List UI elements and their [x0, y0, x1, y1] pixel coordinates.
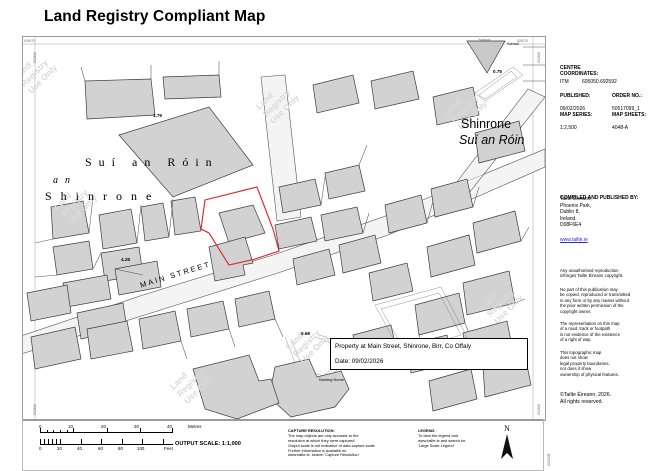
output-scale-label: OUTPUT SCALE: 1:1,000	[175, 441, 241, 447]
spot-height: 0.75	[493, 69, 502, 74]
north-label: N	[504, 424, 510, 433]
scale-tick: 20	[57, 446, 62, 451]
scale-tick-mark	[73, 428, 75, 433]
scale-tick-mark	[46, 430, 48, 433]
grid-label: 605070	[24, 39, 36, 43]
map-label: SecondarySchool	[478, 37, 491, 42]
scale-bar: 0 10 20 30 40 Metres 0 20 40 60 80 100 F…	[39, 424, 202, 464]
callout-property-text: Property at Main Street, Shinrone, Birr,…	[335, 343, 472, 350]
scale-tick-mark	[44, 439, 45, 445]
scale-tick-mark	[162, 439, 164, 445]
compiled-label: COMPILED AND PUBLISHED BY:	[560, 194, 639, 201]
grid-label: 605070	[517, 39, 529, 43]
place-name-en: Shinrone	[461, 117, 512, 131]
scale-bar-feet	[40, 444, 173, 445]
published-value: 09/02/2026	[560, 105, 586, 112]
scale-tick-mark	[172, 428, 173, 433]
order-no-label: ORDER NO.:	[612, 92, 642, 99]
scale-tick-mark	[121, 439, 123, 445]
map-label: School	[507, 41, 519, 46]
order-no-value: 50517099_1	[612, 105, 640, 112]
scale-tick: 20	[101, 424, 106, 429]
scale-tick: 0	[39, 424, 42, 429]
footer-divider	[22, 419, 23, 471]
scale-tick-mark	[48, 439, 49, 445]
scale-tick: 40	[77, 446, 82, 451]
scale-tick: 30	[134, 424, 139, 429]
spot-height: 4.28	[121, 257, 130, 262]
scale-tick-mark	[66, 430, 68, 433]
map-series-value: 1:2,500	[560, 124, 577, 131]
legend-heading: LEGEND:	[418, 427, 436, 433]
legal-text-1: Any unauthorised reproduction infringes …	[560, 268, 624, 279]
townland-label-an: an	[53, 175, 77, 186]
north-arrow-icon	[501, 434, 513, 459]
legal-text-3: The representation on this map of a road…	[560, 321, 620, 343]
compiled-address: Tailte Éireann, Phoenix Park, Dublin 8, …	[560, 196, 592, 229]
website-link[interactable]: www.tailte.ie	[560, 237, 588, 243]
itm-label: ITM	[560, 78, 569, 85]
scale-tick-mark	[40, 439, 41, 445]
legal-text-2: No part of this publication may be copie…	[560, 287, 631, 314]
grid-label: 692500	[537, 403, 541, 415]
scale-tick-mark	[60, 430, 61, 433]
townland-label-en: Shinrone	[45, 189, 161, 203]
info-panel: Tailte Éireann CENTRE COORDINATES: ITM 6…	[552, 0, 668, 471]
scale-tick-mark	[52, 439, 53, 445]
itm-value-wrap: 605050.692592	[582, 72, 617, 92]
scale-tick: 40	[167, 424, 172, 429]
scale-tick-mark	[40, 428, 41, 433]
capture-resolution-heading: CAPTURE RESOLUTION:	[288, 427, 335, 433]
property-callout: Property at Main Street, Shinrone, Birr,…	[330, 338, 528, 370]
scale-tick-mark	[53, 430, 55, 433]
published-block: PUBLISHED: 09/02/2026	[560, 86, 591, 119]
map-label: Nursing Home	[319, 377, 344, 382]
grid-label: 692500	[33, 403, 37, 415]
scale-tick-mark	[106, 428, 108, 433]
map-sheets-block: MAP SHEETS: 4048-A	[612, 105, 646, 138]
map-series-label: MAP SERIES:	[560, 111, 593, 118]
itm-row: ITM	[560, 72, 569, 92]
place-name-ga: Suí an Róin	[459, 133, 525, 147]
scale-tick: 80	[118, 446, 123, 451]
scale-tick-mark	[101, 439, 102, 445]
grid-label: 692/0/08	[547, 453, 551, 466]
scale-tick-mark	[139, 428, 141, 433]
centre-coordinates-label: CENTRE COORDINATES:	[560, 64, 599, 78]
order-no-block: ORDER NO.: 50517099_1	[612, 86, 642, 119]
scale-tick: 100	[137, 446, 145, 451]
callout-date-text: Date: 09/02/2026	[335, 358, 384, 365]
capture-resolution-body: The map objects are only accurate to the…	[288, 432, 376, 458]
itm-value: 605050.692592	[582, 78, 617, 85]
compiled-block: COMPILED AND PUBLISHED BY:	[560, 188, 638, 208]
centre-coordinates-block: CENTRE COORDINATES:	[560, 58, 598, 84]
scale-tick-mark	[60, 439, 61, 445]
scale-tick: 60	[98, 446, 103, 451]
page-title: Land Registry Compliant Map	[44, 8, 266, 25]
scale-unit-metres: Metres	[188, 424, 202, 429]
scale-tick: 10	[68, 424, 73, 429]
scale-tick: 0	[39, 446, 42, 451]
grid-label: 692500	[537, 51, 541, 63]
scale-tick-mark	[56, 439, 57, 445]
footer-divider	[22, 419, 544, 420]
published-label: PUBLISHED:	[560, 92, 591, 99]
footer-divider	[543, 419, 544, 471]
map-sheets-value: 4048-A	[612, 124, 629, 131]
scale-tick-mark	[142, 439, 143, 445]
spot-height: 1.79	[153, 113, 162, 118]
map-sheets-label: MAP SHEETS:	[612, 111, 647, 118]
grid-label: 692500	[33, 51, 37, 63]
legend-block: LEGEND: To view the legend visit www.tai…	[418, 424, 466, 449]
legal-text-4: This topographic map does not show legal…	[560, 350, 619, 377]
capture-resolution-block: CAPTURE RESOLUTION: The map objects are …	[288, 424, 376, 458]
townland-label-ga: Suí an Róin	[85, 155, 219, 169]
scale-unit-feet: Feet	[164, 446, 173, 451]
map-series-block: MAP SERIES: 1:2,500	[560, 105, 592, 138]
scale-tick-mark	[80, 439, 82, 445]
north-arrow: N	[494, 424, 520, 460]
copyright-text: ©Tailte Éireann, 2026. All rights reserv…	[560, 392, 612, 405]
spot-height: 5.68	[301, 331, 310, 336]
legend-body: To view the legend visit www.tailte.ie a…	[418, 432, 466, 448]
